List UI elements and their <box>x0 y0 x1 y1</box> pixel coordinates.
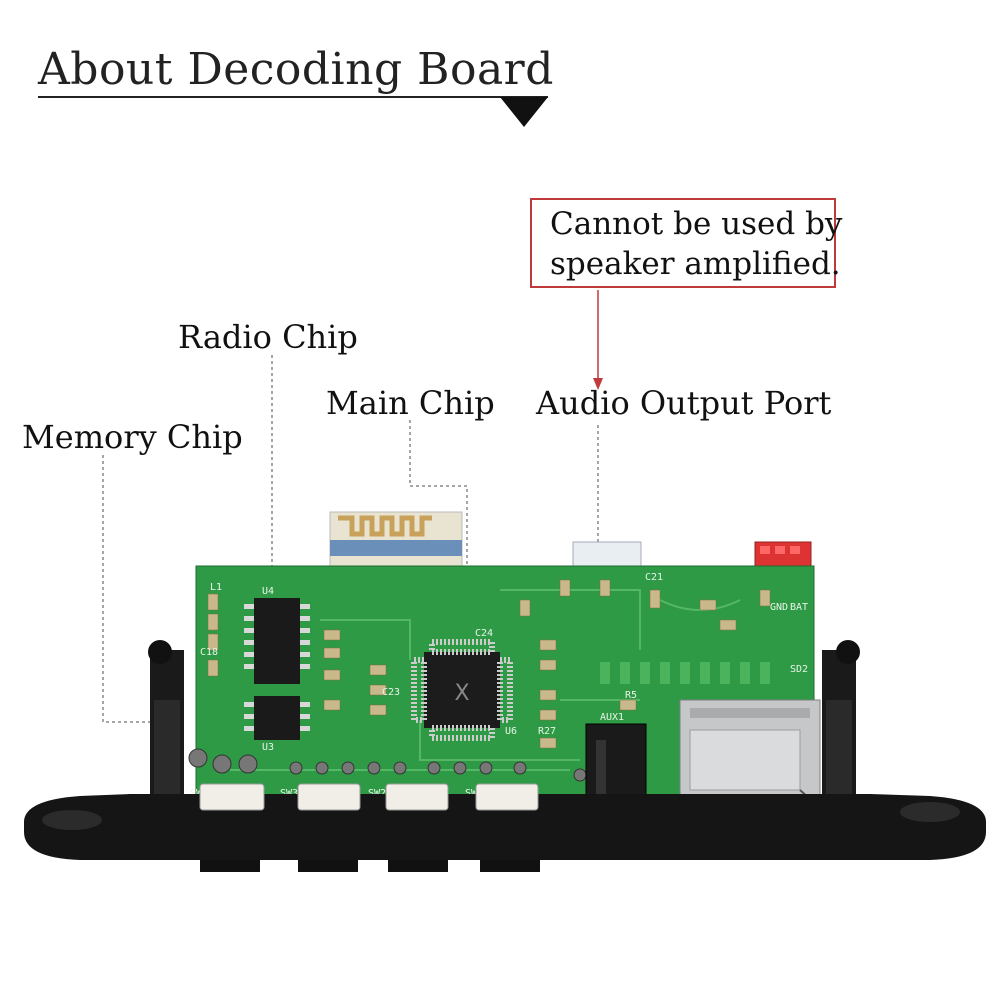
svg-text:U4: U4 <box>262 586 274 597</box>
svg-text:AUX1: AUX1 <box>600 712 624 723</box>
red-jumper <box>754 541 812 569</box>
svg-text:U6: U6 <box>505 726 517 737</box>
warning-arrow <box>593 290 603 390</box>
page-title: About Decoding Board <box>38 44 554 95</box>
front-bezel <box>24 640 986 872</box>
svg-text:SD2: SD2 <box>790 664 808 675</box>
svg-text:C21: C21 <box>645 572 663 583</box>
warning-line-2: speaker amplified. <box>550 246 841 282</box>
svg-text:GND: GND <box>770 602 788 613</box>
label-audio-output-port: Audio Output Port <box>536 384 832 422</box>
svg-text:C24: C24 <box>475 628 493 639</box>
svg-text:L1: L1 <box>210 582 222 593</box>
svg-text:BAT: BAT <box>790 602 808 613</box>
svg-text:U3: U3 <box>262 742 274 753</box>
warning-callout: Cannot be used by speaker amplified. <box>530 198 842 288</box>
svg-text:SW4: SW4 <box>190 788 208 799</box>
title-underline <box>38 96 548 98</box>
main-chip: X <box>411 639 513 741</box>
pointer-triangle-icon <box>500 97 548 127</box>
radio-chip <box>244 598 310 684</box>
svg-text:C23: C23 <box>382 687 400 698</box>
sd-card-slot <box>679 699 821 809</box>
label-memory-chip: Memory Chip <box>22 418 243 456</box>
memory-chip <box>244 696 310 740</box>
bluetooth-antenna <box>329 511 463 571</box>
svg-text:R5: R5 <box>625 690 637 701</box>
label-main-chip: Main Chip <box>326 384 495 422</box>
svg-text:C18: C18 <box>200 647 218 658</box>
label-radio-chip: Radio Chip <box>178 318 358 356</box>
leader-main-chip <box>409 420 468 640</box>
svg-text:SW2: SW2 <box>368 788 386 799</box>
svg-text:R27: R27 <box>538 726 556 737</box>
svg-text:X: X <box>454 681 469 706</box>
white-connector <box>572 541 642 571</box>
warning-line-1: Cannot be used by <box>550 206 843 242</box>
svg-text:SW1: SW1 <box>465 788 483 799</box>
svg-text:SW3: SW3 <box>280 788 298 799</box>
